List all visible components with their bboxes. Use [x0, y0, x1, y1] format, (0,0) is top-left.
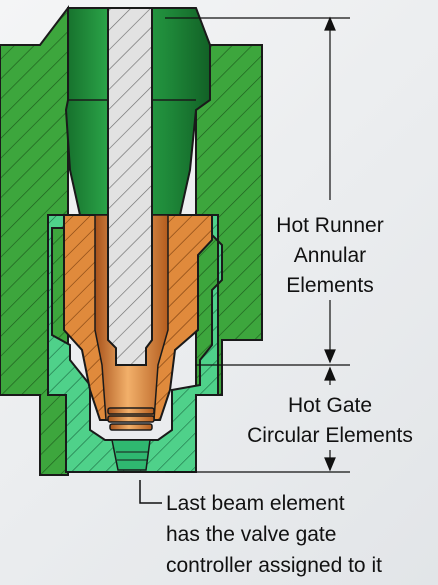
dimension-lines	[165, 16, 350, 473]
mould-plate-left	[0, 5, 69, 476]
note-leader	[139, 480, 162, 504]
runner-label-line2: Annular	[294, 244, 366, 267]
gate-tip	[111, 439, 151, 471]
gate-rings	[107, 407, 155, 431]
note-line1: Last beam element	[166, 492, 345, 515]
runner-label-line1: Hot Runner	[276, 214, 383, 237]
gate-label-line2: Circular Elements	[247, 424, 413, 447]
valve-pin	[107, 7, 153, 366]
note-line3: controller assigned to it	[166, 554, 382, 577]
gate-label-line1: Hot Gate	[288, 394, 372, 417]
runner-label-line3: Elements	[286, 274, 374, 297]
note-line2: has the valve gate	[166, 523, 336, 546]
nozzle-housing	[47, 214, 223, 473]
